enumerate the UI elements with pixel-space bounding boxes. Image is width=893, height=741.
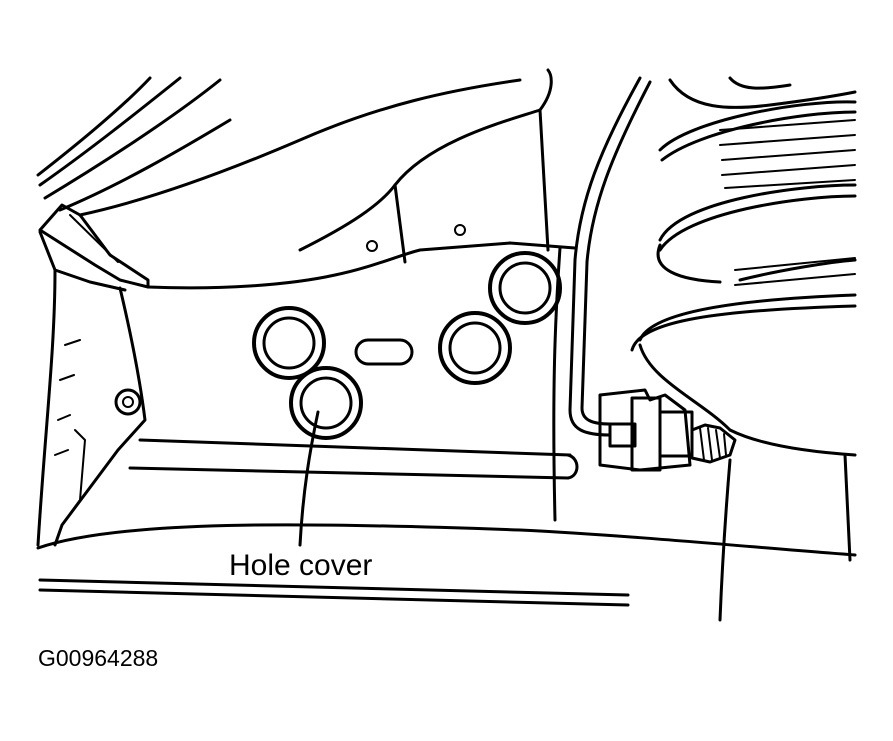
lower-rails: [36, 246, 857, 607]
strut-body: [630, 293, 857, 622]
callout-label: Hole cover: [229, 549, 372, 582]
left-pillar: [36, 268, 147, 547]
left-bracket: [38, 203, 150, 292]
coil-spring: [656, 76, 857, 286]
callout-leader-line: [298, 410, 320, 547]
hole-cover-upper-right: [488, 251, 562, 325]
upper-left-body-lines: [36, 76, 522, 217]
hole-cover-upper-left: [252, 306, 326, 380]
hole-cover-callout: Hole cover: [229, 410, 372, 582]
brake-line: [568, 76, 652, 437]
sensor-assembly: [598, 388, 737, 472]
figure-id: G00964288: [38, 645, 158, 671]
center-panel: [146, 68, 577, 366]
hole-cover-lower: [289, 366, 363, 440]
hole-covers: [252, 251, 562, 440]
hole-cover-middle-right: [438, 311, 512, 385]
